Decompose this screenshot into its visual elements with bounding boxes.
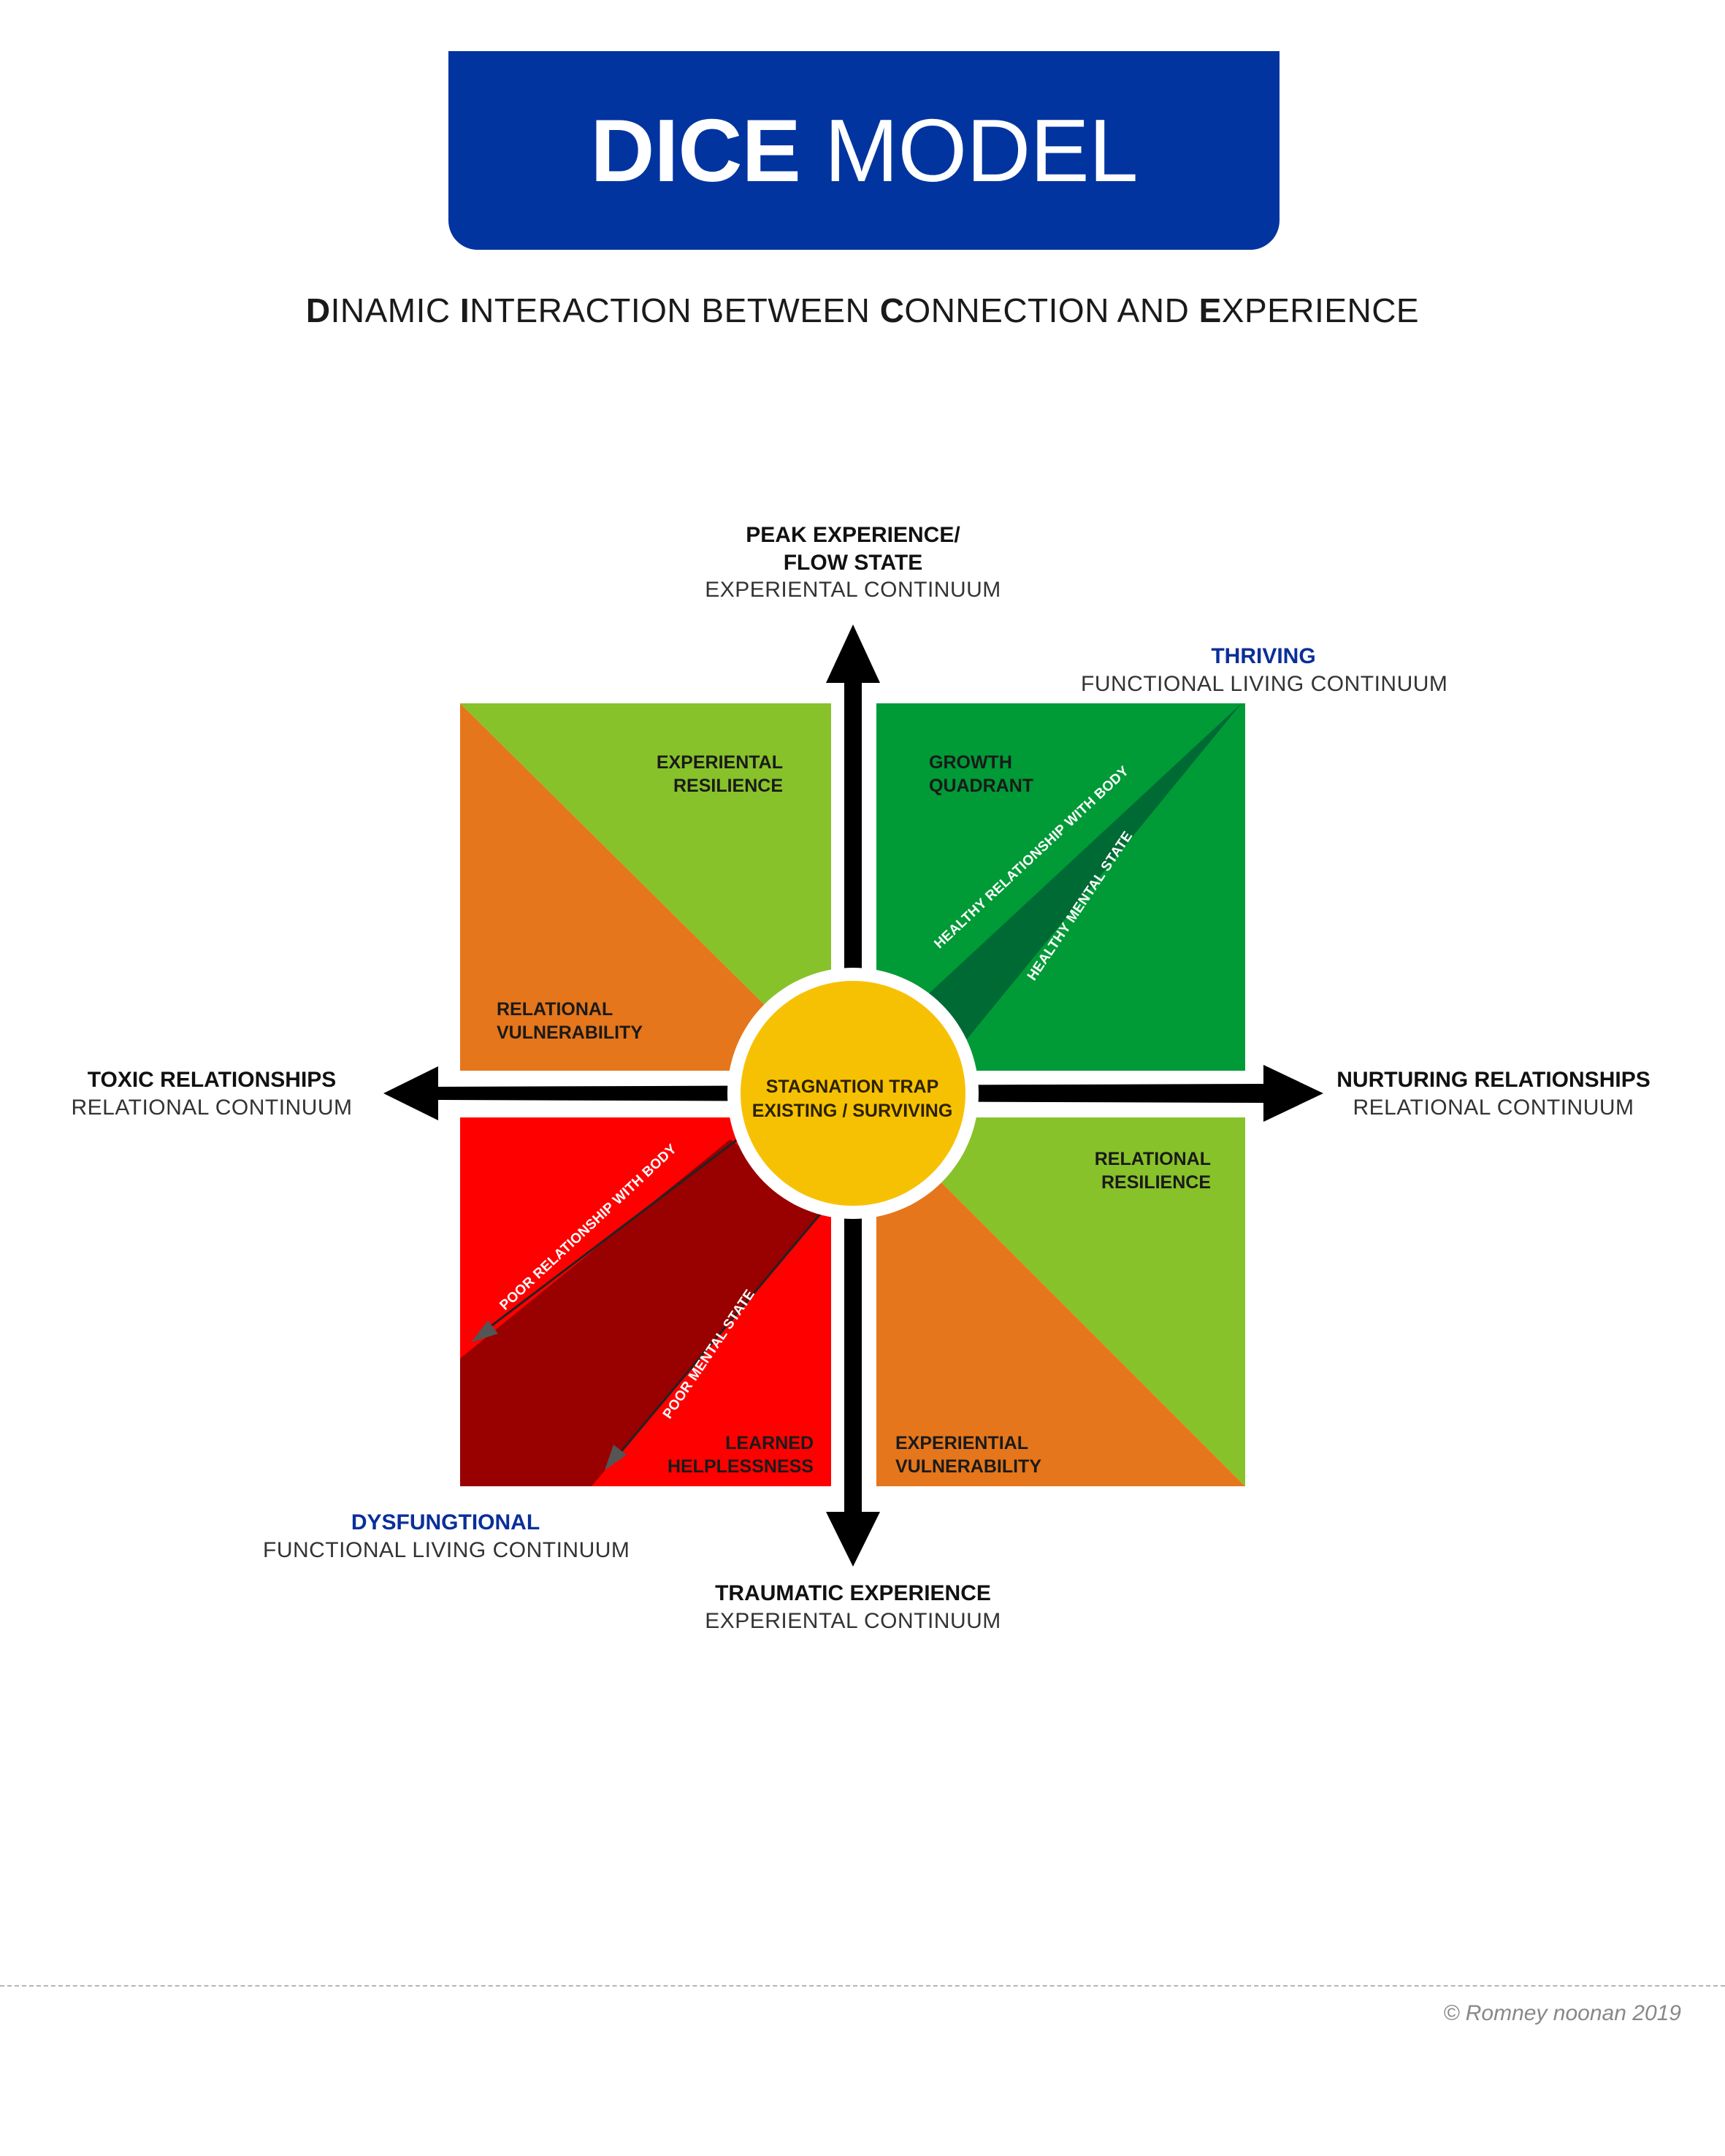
poor-mental-arrow-line: [612, 1212, 823, 1461]
axis-label-thriving: THRIVING FUNCTIONAL LIVING CONTINUUM: [1081, 644, 1448, 696]
tl-green-triangle: [460, 703, 831, 1071]
poor-mental-arrowhead: [605, 1445, 627, 1470]
axis-label-bottom: TRAUMATIC EXPERIENCE EXPERIENTAL CONTINU…: [705, 1581, 1001, 1633]
br-orange-triangle: [876, 1117, 1245, 1486]
label-relational-vulnerability: RELATIONAL VULNERABILITY: [497, 999, 643, 1043]
poor-body-arrow-line: [481, 1138, 738, 1334]
footer-divider: [0, 1985, 1725, 1987]
label-experiential-vulnerability: EXPERIENTIAL VULNERABILITY: [895, 1433, 1041, 1477]
page-subtitle: DINAMIC INTERACTION BETWEEN CONNECTION A…: [305, 291, 1420, 329]
axis-label-top: PEAK EXPERIENCE/ FLOW STATE EXPERIENTAL …: [705, 523, 1001, 602]
copyright-text: © Romney noonan 2019: [1443, 2001, 1681, 2025]
label-growth-quadrant: GROWTH QUADRANT: [929, 752, 1034, 796]
healthy-wedge: [906, 703, 1242, 1044]
axis-label-dysfunctional: DYSFUNGTIONAL FUNCTIONAL LIVING CONTINUU…: [263, 1510, 630, 1562]
center-label: STAGNATION TRAP EXISTING / SURVIVING: [751, 1077, 953, 1121]
axis-label-left: TOXIC RELATIONSHIPS RELATIONAL CONTINUUM: [71, 1068, 353, 1120]
page-title: DICE MODEL: [590, 101, 1138, 200]
label-relational-resilience: RELATIONAL RESILIENCE: [1094, 1149, 1211, 1193]
title-banner: DICE MODEL: [448, 51, 1280, 250]
label-experiental-resilience: EXPERIENTAL RESILIENCE: [656, 752, 783, 796]
label-learned-helplessness: LEARNED HELPLESSNESS: [667, 1433, 814, 1477]
center-circle: [741, 981, 965, 1206]
poor-body-arrowhead: [471, 1320, 498, 1342]
axis-label-right: NURTURING RELATIONSHIPS RELATIONAL CONTI…: [1336, 1068, 1651, 1120]
poor-wedge: [460, 1139, 822, 1486]
